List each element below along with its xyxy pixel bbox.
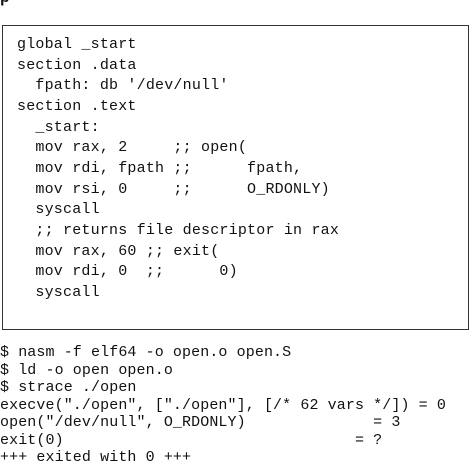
page-fragment-text: p [0,0,60,8]
terminal-line-3: $ strace ./open [0,379,137,396]
code-line-10: ;; returns file descriptor in rax [17,222,340,239]
code-line-9: syscall [17,201,100,218]
code-line-6: mov rax, 2 ;; open( [17,139,248,156]
terminal-line-5: open("/dev/null", O_RDONLY) = 3 [0,414,401,431]
terminal-line-7: +++ exited with 0 +++ [0,449,192,466]
code-line-7: mov rdi, fpath ;; fpath, [17,160,303,177]
terminal-line-6: exit(0) = ? [0,432,383,449]
terminal-line-4: execve("./open", ["./open"], [/* 62 vars… [0,397,446,414]
code-line-12: mov rdi, 0 ;; 0) [17,263,238,280]
code-line-4: section .text [17,98,137,115]
terminal-line-2: $ ld -o open open.o [0,362,173,379]
code-line-5: _start: [17,119,100,136]
code-line-13: syscall [17,284,100,301]
assembly-code-listing: global _start section .data fpath: db '/… [2,25,469,330]
code-line-11: mov rax, 60 ;; exit( [17,243,220,260]
code-line-2: section .data [17,57,137,74]
code-line-8: mov rsi, 0 ;; O_RDONLY) [17,181,330,198]
code-line-1: global _start [17,36,137,53]
terminal-line-1: $ nasm -f elf64 -o open.o open.S [0,344,292,361]
code-line-3: fpath: db '/dev/null' [17,77,229,94]
